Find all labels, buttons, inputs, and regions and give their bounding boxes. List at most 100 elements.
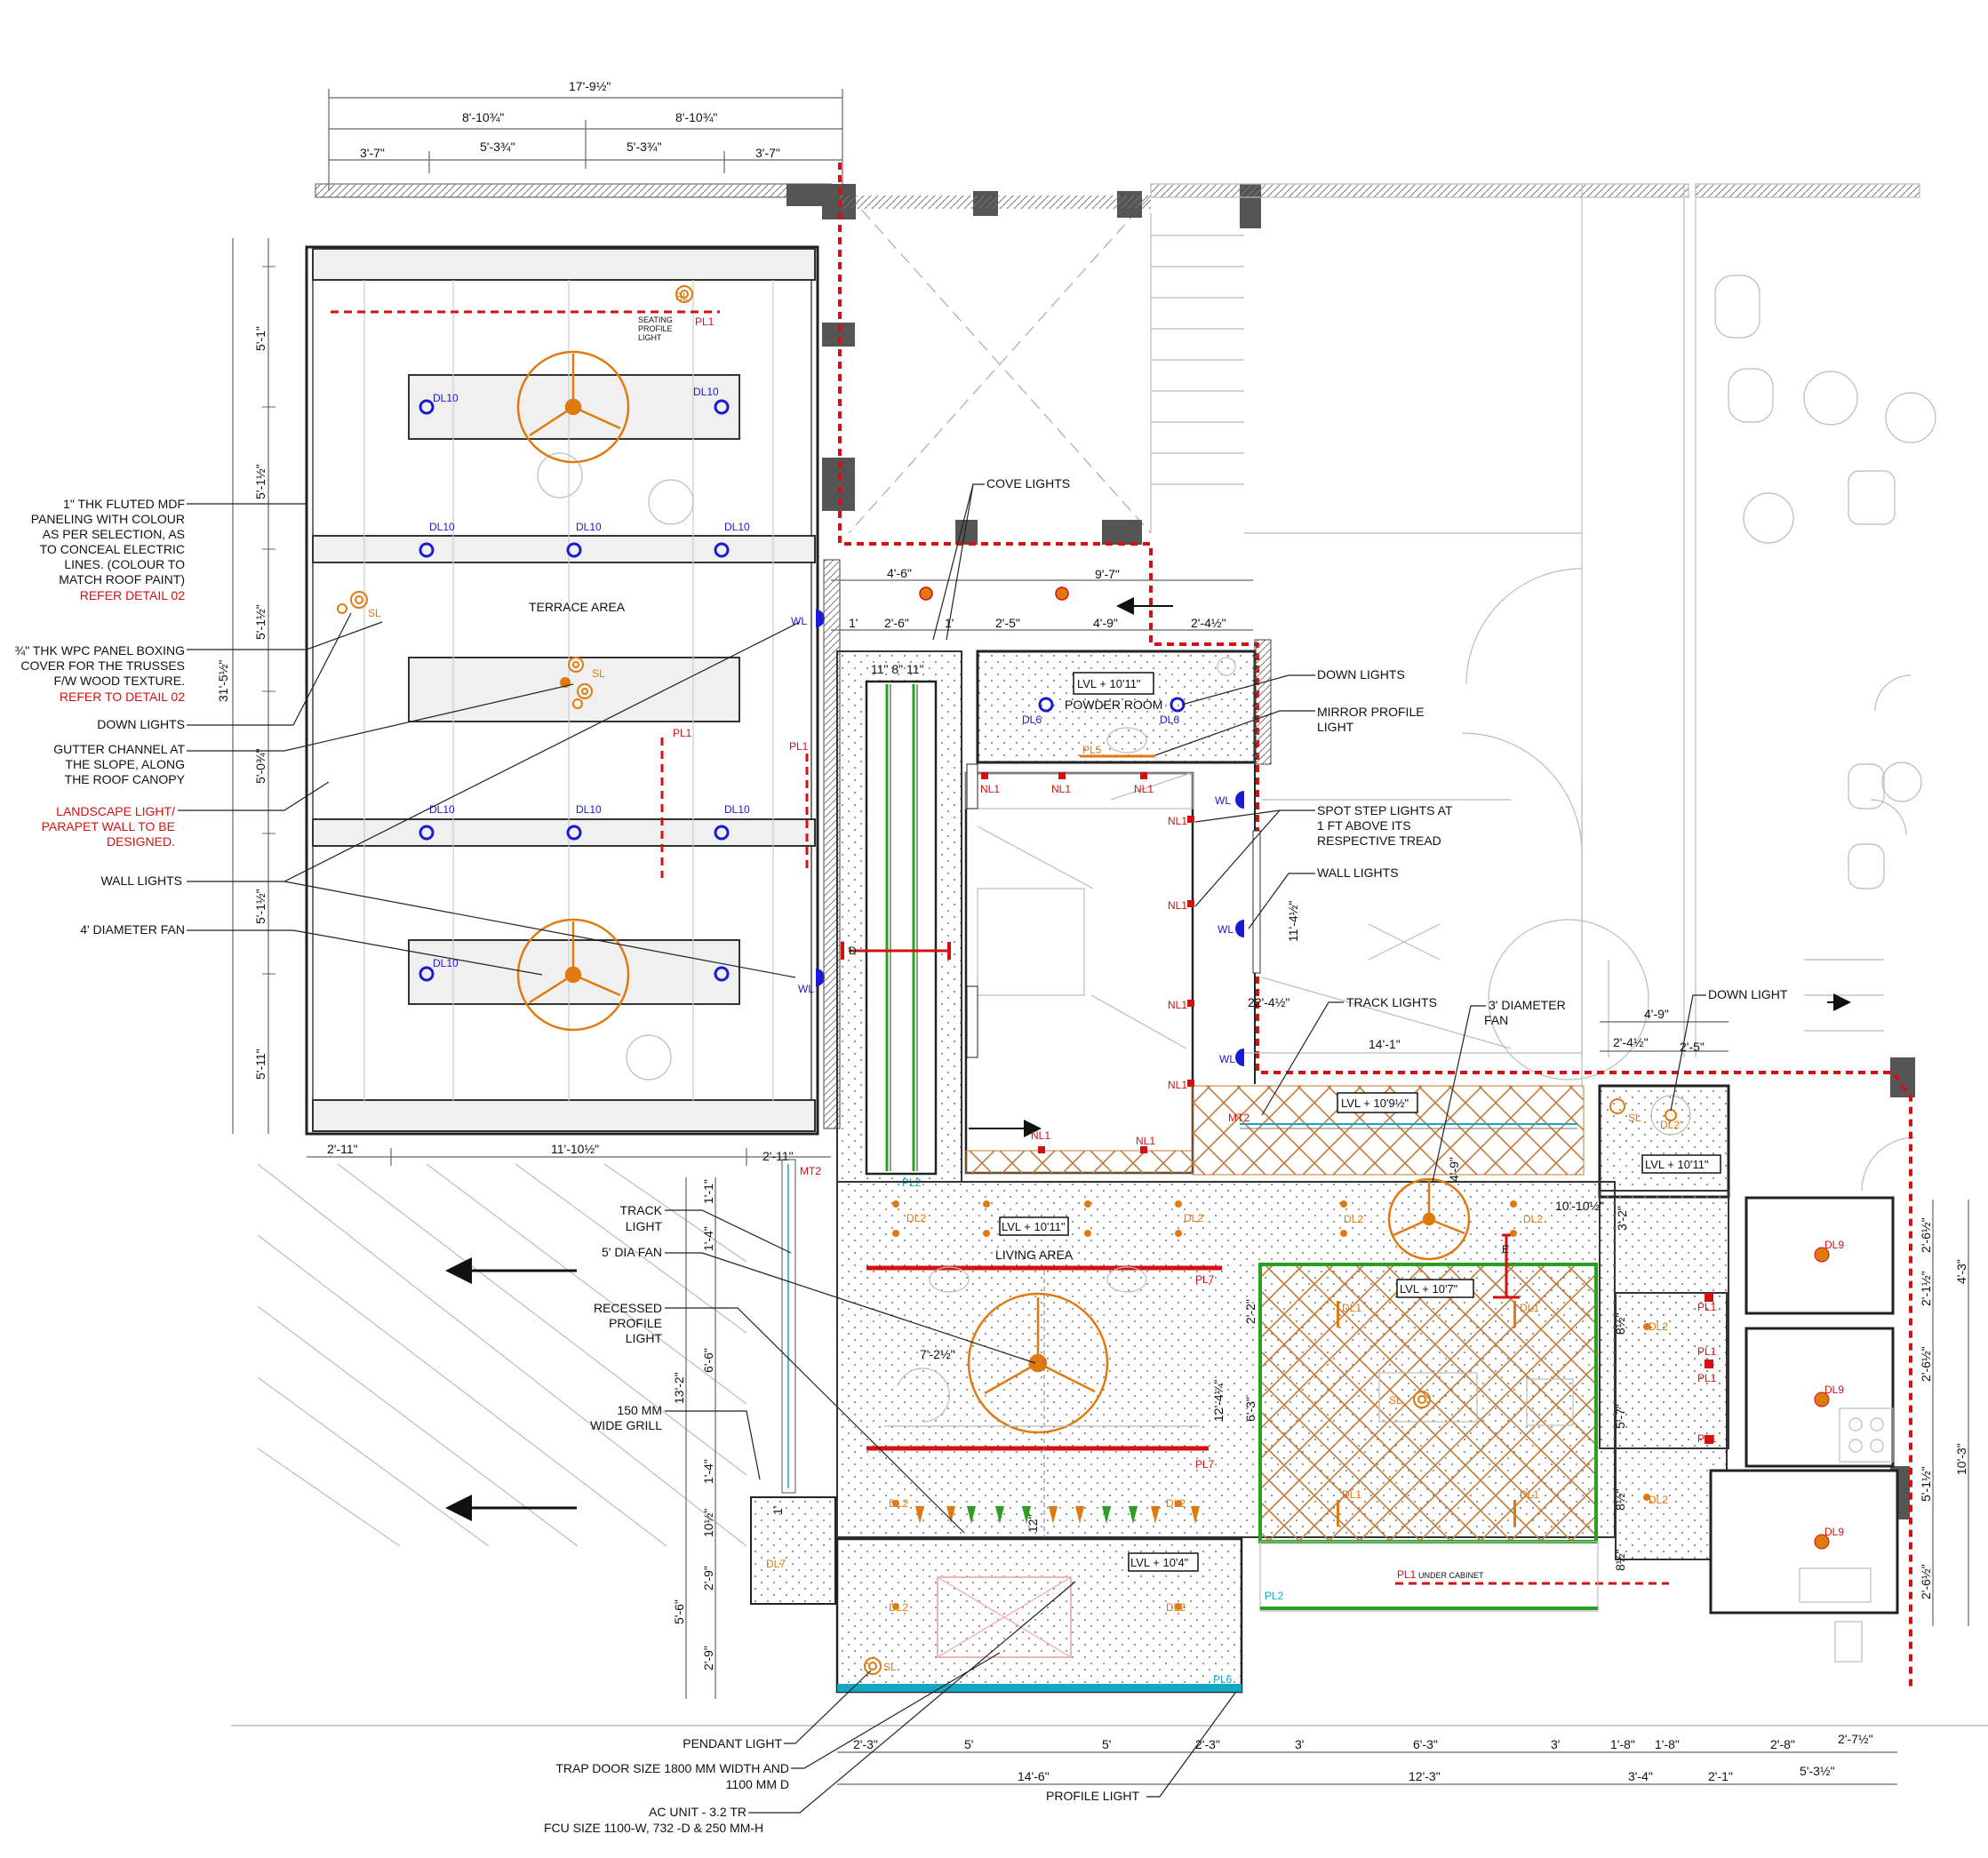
top-dimensions: 17'-9½" 8'-10¾" 8'-10¾" 3'-7" 5'-3¾" 5'-… <box>328 79 843 191</box>
ann-4ft-fan: 4' DIAMETER FAN <box>80 922 185 937</box>
ann-track-light-2: LIGHT <box>626 1219 663 1233</box>
dim-small-1ft: 1' <box>770 1506 785 1515</box>
dim-left-seg-2: 5'-1½" <box>253 464 267 499</box>
code-dl2b: DL2' <box>1660 1119 1681 1131</box>
code-dl9-b: DL9 <box>1824 1384 1844 1396</box>
terrace-bottom: 2'-11" 11'-10½" 2'-11" <box>231 1142 1988 1726</box>
code-dl2-a: DL2 <box>906 1212 926 1224</box>
level-entry: LVL + 10'4" <box>1130 1556 1189 1569</box>
dim-small-12: 12" <box>1026 1514 1040 1533</box>
code-dl2-d: DL2 <box>1523 1213 1543 1225</box>
code-nl1-f: NL1 <box>1168 999 1187 1011</box>
fan-4ft-lower-icon <box>516 918 630 1032</box>
ann-trap-door-1: TRAP DOOR SIZE 1800 MM WIDTH AND <box>555 1761 789 1775</box>
ann-mdf-line-5: LINES. (COLOUR TO <box>64 557 185 571</box>
dim-right-edge-1: 2'-6½" <box>1919 1217 1933 1253</box>
seating-light-3: LIGHT <box>638 333 662 342</box>
dim-terrace-bot-1: 2'-11" <box>327 1142 358 1156</box>
dim-stair-bottom: 22'-4½" <box>1248 995 1289 1009</box>
dim-stair-width: 11" 8" 11" <box>871 662 924 676</box>
code-dl2-h: DL2 <box>1649 1494 1668 1506</box>
dim-bottom-row1-9: 1'-8" <box>1655 1737 1680 1751</box>
ann-recessed-1: RECESSED <box>594 1301 662 1315</box>
dim-left-seg-5: 5'-1½" <box>253 889 267 924</box>
dim-overall-top: 17'-9½" <box>569 79 611 93</box>
ann-profile-light: PROFILE LIGHT <box>1046 1789 1139 1803</box>
dim-bottom-row2-3: 3'-4" <box>1628 1769 1653 1783</box>
dim-right-top-2: 2'-4½" <box>1613 1035 1649 1049</box>
ann-mdf-line-1: 1" THK FLUTED MDF <box>63 497 185 511</box>
ann-spot-step-2: 1 FT ABOVE ITS <box>1317 818 1411 833</box>
dim-bottom-row2-5: 5'-3½" <box>1800 1764 1835 1778</box>
code-sl-left: SL <box>368 607 381 619</box>
code-wl-stair-b: WL <box>1218 923 1234 936</box>
ann-wpc-line-2: COVER FOR THE TRUSSES <box>20 658 185 673</box>
code-pl1-u3: PL1 <box>1697 1372 1717 1384</box>
ann-wpc-line-3: F/W WOOD TEXTURE. <box>53 674 185 688</box>
code-dl6-b: DL6 <box>1160 714 1179 726</box>
code-mt2-b: MT2 <box>800 1165 821 1177</box>
code-nl1-a: NL1 <box>980 783 1000 795</box>
ann-track-light-1: TRACK <box>620 1203 663 1217</box>
code-pl1-u2: PL1 <box>1697 1345 1717 1358</box>
ann-wall-lights-right: WALL LIGHTS <box>1317 865 1399 880</box>
ann-landscape-line-1: LANDSCAPE LIGHT/ <box>56 804 175 818</box>
code-dl2-f: DL2 <box>1166 1497 1186 1510</box>
dim-small-8-c: 8½" <box>1613 1550 1627 1571</box>
code-dl7: DL7 <box>766 1558 786 1570</box>
level-kitchen: LVL + 10'7" <box>1400 1282 1458 1296</box>
dim-small-4-9: 4'-9" <box>1447 1157 1461 1182</box>
seating-light-2: PROFILE <box>638 324 673 333</box>
dim-top-seg-3: 5'-3¾" <box>627 140 662 154</box>
code-nl1-g: NL1 <box>1168 1079 1187 1091</box>
code-pl1-left: PL1 <box>673 727 692 739</box>
code-sl-entry: SL <box>883 1661 897 1673</box>
dim-lower-seg-2: 1'-4" <box>701 1226 715 1251</box>
ann-recessed-2: PROFILE <box>609 1316 662 1330</box>
dim-bottom-row1-11: 2'-7½" <box>1838 1732 1873 1746</box>
ann-down-light-right: DOWN LIGHT <box>1708 987 1788 1001</box>
terrace-lights: SL PL1 SEATING PROFILE LIGHT DL10 DL10 D… <box>331 285 825 1032</box>
ann-mdf-ref: REFER DETAIL 02 <box>80 588 185 602</box>
kitchen-island: LVL + 10'7" 2'-2" 6'-3" DL1 DL1 DL1 DL1 … <box>1243 1157 1669 1612</box>
dim-small-2-2: 2'-2" <box>1243 1299 1257 1324</box>
dim-top-right-half: 8'-10¾" <box>675 110 717 124</box>
code-sl-kitchen: SL <box>1389 1394 1402 1407</box>
right-small-room: LVL + 10'11" SL DL2' 4'-9" 2'-4½" 2'-5" <box>1598 1007 1730 1199</box>
code-dl6-a: DL6 <box>1022 714 1042 726</box>
code-nl1-c: NL1 <box>1134 783 1154 795</box>
ann-grill-1: 150 MM <box>617 1403 662 1417</box>
label-under-cabinet: UNDER CABINET <box>1418 1571 1484 1580</box>
dim-right-edge-7: 2'-6½" <box>1919 1564 1933 1599</box>
code-dl10-a: DL10 <box>433 392 459 404</box>
right-background <box>1150 183 1936 1192</box>
dim-kitchen-side: 6'-3" <box>1243 1397 1257 1422</box>
dim-bottom-row1-2: 5' <box>964 1737 973 1751</box>
code-dl2-b: DL2 <box>1184 1212 1203 1224</box>
dim-left-overall: 31'-5½" <box>216 660 230 702</box>
left-annotations: 1" THK FLUTED MDF PANELING WITH COLOUR A… <box>15 497 801 978</box>
ann-5ft-fan: 5' DIA FAN <box>602 1245 662 1259</box>
dim-bottom-row2-1: 14'-6" <box>1018 1769 1050 1783</box>
code-dl2-c: DL2 <box>1344 1213 1363 1225</box>
dim-bottom-row1-1: 2'-3" <box>853 1737 878 1751</box>
dim-living-side: 12'-4¼" <box>1211 1380 1226 1422</box>
code-dl9-a: DL9 <box>1824 1239 1844 1251</box>
dim-top-seg-1: 3'-7" <box>360 146 385 160</box>
corridor-dimensions: 4'-6" 9'-7" 2'-4½" 1' 2'-6" 1' 2'-5" 4'-… <box>831 566 1253 631</box>
code-pl1-u4: PL1 <box>1697 1432 1717 1445</box>
code-dl10-h: DL10 <box>724 803 750 816</box>
dim-terrace-bot-3: 2'-11" <box>762 1149 794 1163</box>
stair-hall: LVL + 10'9½" MT2 NL1 NL1 NL1 NL1 NL1 <box>964 763 1585 1176</box>
entry-area: LVL + 10'4" DL2 DL2 SL PL6 DL7 <box>750 1159 1243 1694</box>
ann-landscape-line-3: DESIGNED. <box>107 834 175 849</box>
dim-lower-left-side: 5'-6" <box>672 1599 686 1624</box>
room-powder-label: POWDER ROOM <box>1065 698 1162 712</box>
ann-down-lights: DOWN LIGHTS <box>97 717 185 731</box>
dim-bottom-row1-7: 3' <box>1551 1737 1560 1751</box>
ann-pendant-light: PENDANT LIGHT <box>683 1736 782 1750</box>
dim-top-seg-4: 3'-7" <box>755 146 780 160</box>
powder-room: LVL + 10'11" POWDER ROOM DL6 DL6 PL5 <box>976 639 1272 765</box>
dim-small-8-a: 8½" <box>1613 1313 1627 1335</box>
dim-lower-seg-6: 2'-9" <box>701 1646 715 1671</box>
